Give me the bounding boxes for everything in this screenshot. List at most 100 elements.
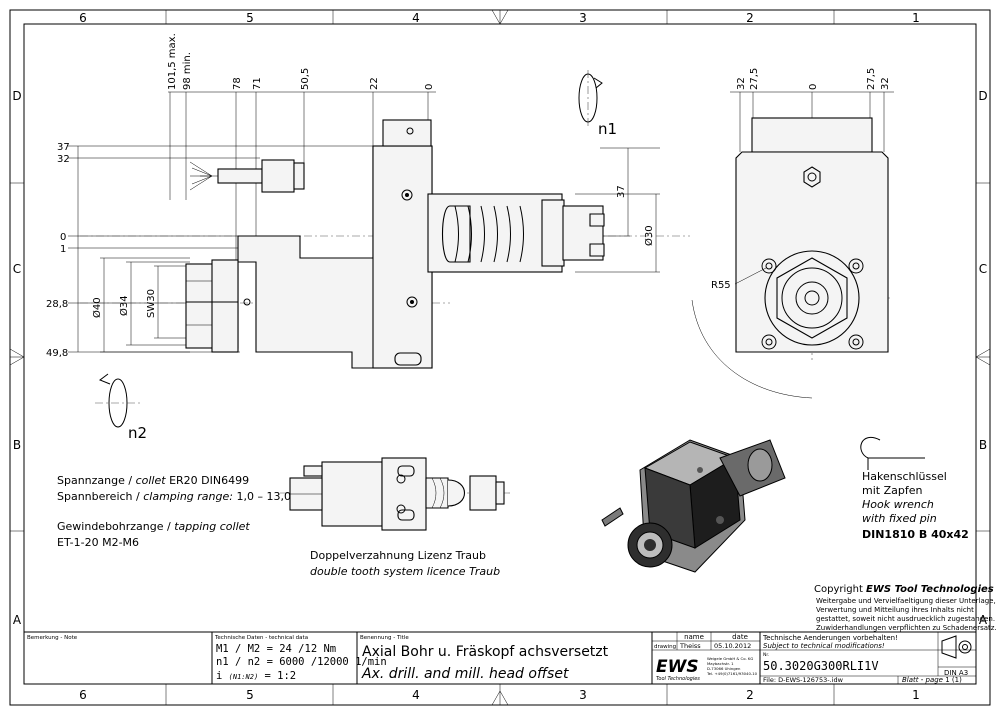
dim-32-front-left: 32	[736, 77, 747, 90]
dim-37-right: 37	[616, 185, 627, 198]
dim-32-left: 32	[57, 154, 70, 165]
row-labels-left: D C B A	[12, 89, 22, 627]
title-german: Axial Bohr u. Fräskopf achsversetzt	[362, 644, 609, 660]
dim-37-left: 37	[57, 142, 70, 153]
copyright-note: Copyright EWS Tool Technologies Weiterga…	[814, 584, 997, 632]
dim-98-min: 98 min.	[182, 52, 193, 90]
row-label: D	[12, 89, 21, 103]
row-label: A	[13, 613, 22, 627]
tech-speed: n1 / n2 = 6000 /12000 1/min	[216, 656, 387, 668]
copyright-line-2: Verwertung und Mitteilung ihres Inhalts …	[816, 606, 974, 614]
copyright-line-4: Zuwiderhandlungen verpflichten zu Schade…	[816, 624, 997, 632]
dim-r55: R55	[711, 280, 731, 291]
column-label: 4	[412, 11, 420, 25]
number-label: Nr.	[763, 652, 769, 658]
dim-dia-34: Ø34	[118, 295, 130, 316]
dim-dia-30: Ø30	[643, 225, 655, 246]
row-label: B	[979, 438, 987, 452]
ews-logo-subtitle: Tool Technologies	[656, 676, 700, 682]
rotation-symbol-n1: n1	[578, 70, 617, 138]
company-line-2: Maybachstr. 1	[707, 661, 734, 666]
title-english: Ax. drill. and mill. head offset	[361, 666, 569, 682]
column-label: 3	[579, 688, 587, 702]
company-line-3: D-73066 Uhingen	[707, 666, 741, 671]
note-licence-de: Doppelverzahnung Lizenz Traub	[310, 549, 486, 562]
column-labels-top: 6 5 4 3 2 1	[79, 11, 920, 25]
note-tapping-value: ET-1-20 M2-M6	[57, 536, 139, 549]
column-labels-bottom: 6 5 4 3 2 1	[79, 688, 920, 702]
row-labels-right: D C B A	[978, 89, 988, 627]
drawing-date: 05.10.2012	[714, 642, 751, 650]
technical-data-label: Technische Daten - technical data	[214, 635, 308, 641]
changes-english: Subject to technical modifications!	[763, 642, 885, 650]
dim-101-5-max: 101,5 max.	[167, 33, 178, 90]
hook-wrench-de-1: Hakenschlüssel	[862, 470, 947, 483]
note-licence-en: double tooth system licence Traub	[310, 565, 500, 578]
column-label: 6	[79, 688, 87, 702]
sheet-format: DIN A3	[944, 669, 968, 677]
dim-zero-front: 0	[808, 84, 819, 90]
changes-german: Technische Aenderungen vorbehalten!	[762, 634, 898, 642]
drawing-label: drawing	[654, 644, 676, 650]
dim-dia-40: Ø40	[91, 297, 103, 318]
hook-wrench-en-2: with fixed pin	[862, 512, 937, 525]
hook-wrench-note: Hakenschlüssel mit Zapfen Hook wrench wi…	[860, 437, 969, 541]
company-line-1: Weigele GmbH & Co. KG	[707, 656, 753, 661]
date-header: date	[732, 633, 748, 641]
dim-32-front-right: 32	[880, 77, 891, 90]
part-number: 50.3020G300RLI1V	[763, 659, 879, 673]
note-clamping-range: Spannbereich / clamping range: 1,0 – 13,…	[57, 490, 291, 503]
ews-logo: EWS	[656, 657, 699, 677]
column-label: 4	[412, 688, 420, 702]
dim-49-8: 49,8	[46, 348, 68, 359]
note-collet: Spannzange / collet ER20 DIN6499	[57, 474, 249, 487]
company-line-4: Tel. +49(0)7161/93040-10	[706, 671, 758, 676]
note-tapping-collet: Gewindebohrzange / tapping collet	[57, 520, 250, 533]
top-view-small	[280, 457, 510, 531]
dim-50-5: 50,5	[300, 68, 311, 90]
rotation-symbol-n2: n2	[95, 373, 147, 442]
column-label: 2	[746, 11, 754, 25]
notes-left: Spannzange / collet ER20 DIN6499 Spannbe…	[57, 474, 500, 578]
file-name: File: D-EWS-126753-.idw	[763, 676, 844, 684]
title-block: Bemerkung - Note Technische Daten - tech…	[23, 631, 977, 685]
column-label: 1	[912, 11, 920, 25]
sheet-page: Blatt - page 1 (1)	[902, 676, 962, 684]
column-label: 1	[912, 688, 920, 702]
front-view: 32 27,5 0 27,5 32 R55	[691, 68, 894, 399]
column-label: 5	[246, 688, 254, 702]
designation-label: Benennung - Title	[360, 635, 409, 641]
dim-1-left: 1	[60, 244, 66, 255]
column-label: 5	[246, 11, 254, 25]
rotation-label-n2: n2	[128, 424, 147, 442]
isometric-view	[601, 439, 786, 573]
dim-zero-top: 0	[424, 84, 435, 90]
hook-wrench-de-2: mit Zapfen	[862, 484, 922, 497]
row-label: D	[978, 89, 987, 103]
side-view: 101,5 max. 98 min. 78 71 50,5 22 0 37 32…	[46, 33, 690, 442]
dim-27-5-front-left: 27,5	[749, 68, 760, 90]
tech-ratio: i (N1:N2) = 1:2	[216, 670, 296, 682]
dim-78: 78	[232, 77, 243, 90]
row-label: A	[979, 613, 988, 627]
dim-28-8: 28,8	[46, 299, 68, 310]
hook-wrench-en-1: Hook wrench	[862, 498, 934, 511]
row-label: C	[13, 262, 21, 276]
dim-zero-left: 0	[60, 232, 66, 243]
dim-27-5-front-right: 27,5	[866, 68, 877, 90]
row-label: C	[979, 262, 987, 276]
dim-71: 71	[252, 77, 263, 90]
remarks-label: Bemerkung - Note	[27, 635, 78, 641]
column-label: 6	[79, 11, 87, 25]
name-header: name	[684, 633, 704, 641]
hook-wrench-spec: DIN1810 B 40x42	[862, 528, 969, 541]
rotation-label-n1: n1	[598, 120, 617, 138]
drawing-name: Theiss	[679, 642, 701, 650]
row-label: B	[13, 438, 21, 452]
tech-torque: M1 / M2 = 24 /12 Nm	[216, 643, 336, 655]
copyright-line-1: Weitergabe und Vervielfaeltigung dieser …	[816, 597, 996, 605]
projection-symbol-icon	[941, 635, 972, 659]
dim-sw30: SW30	[146, 289, 157, 318]
copyright-line-3: gestattet, soweit nicht ausdruecklich zu…	[816, 615, 995, 623]
